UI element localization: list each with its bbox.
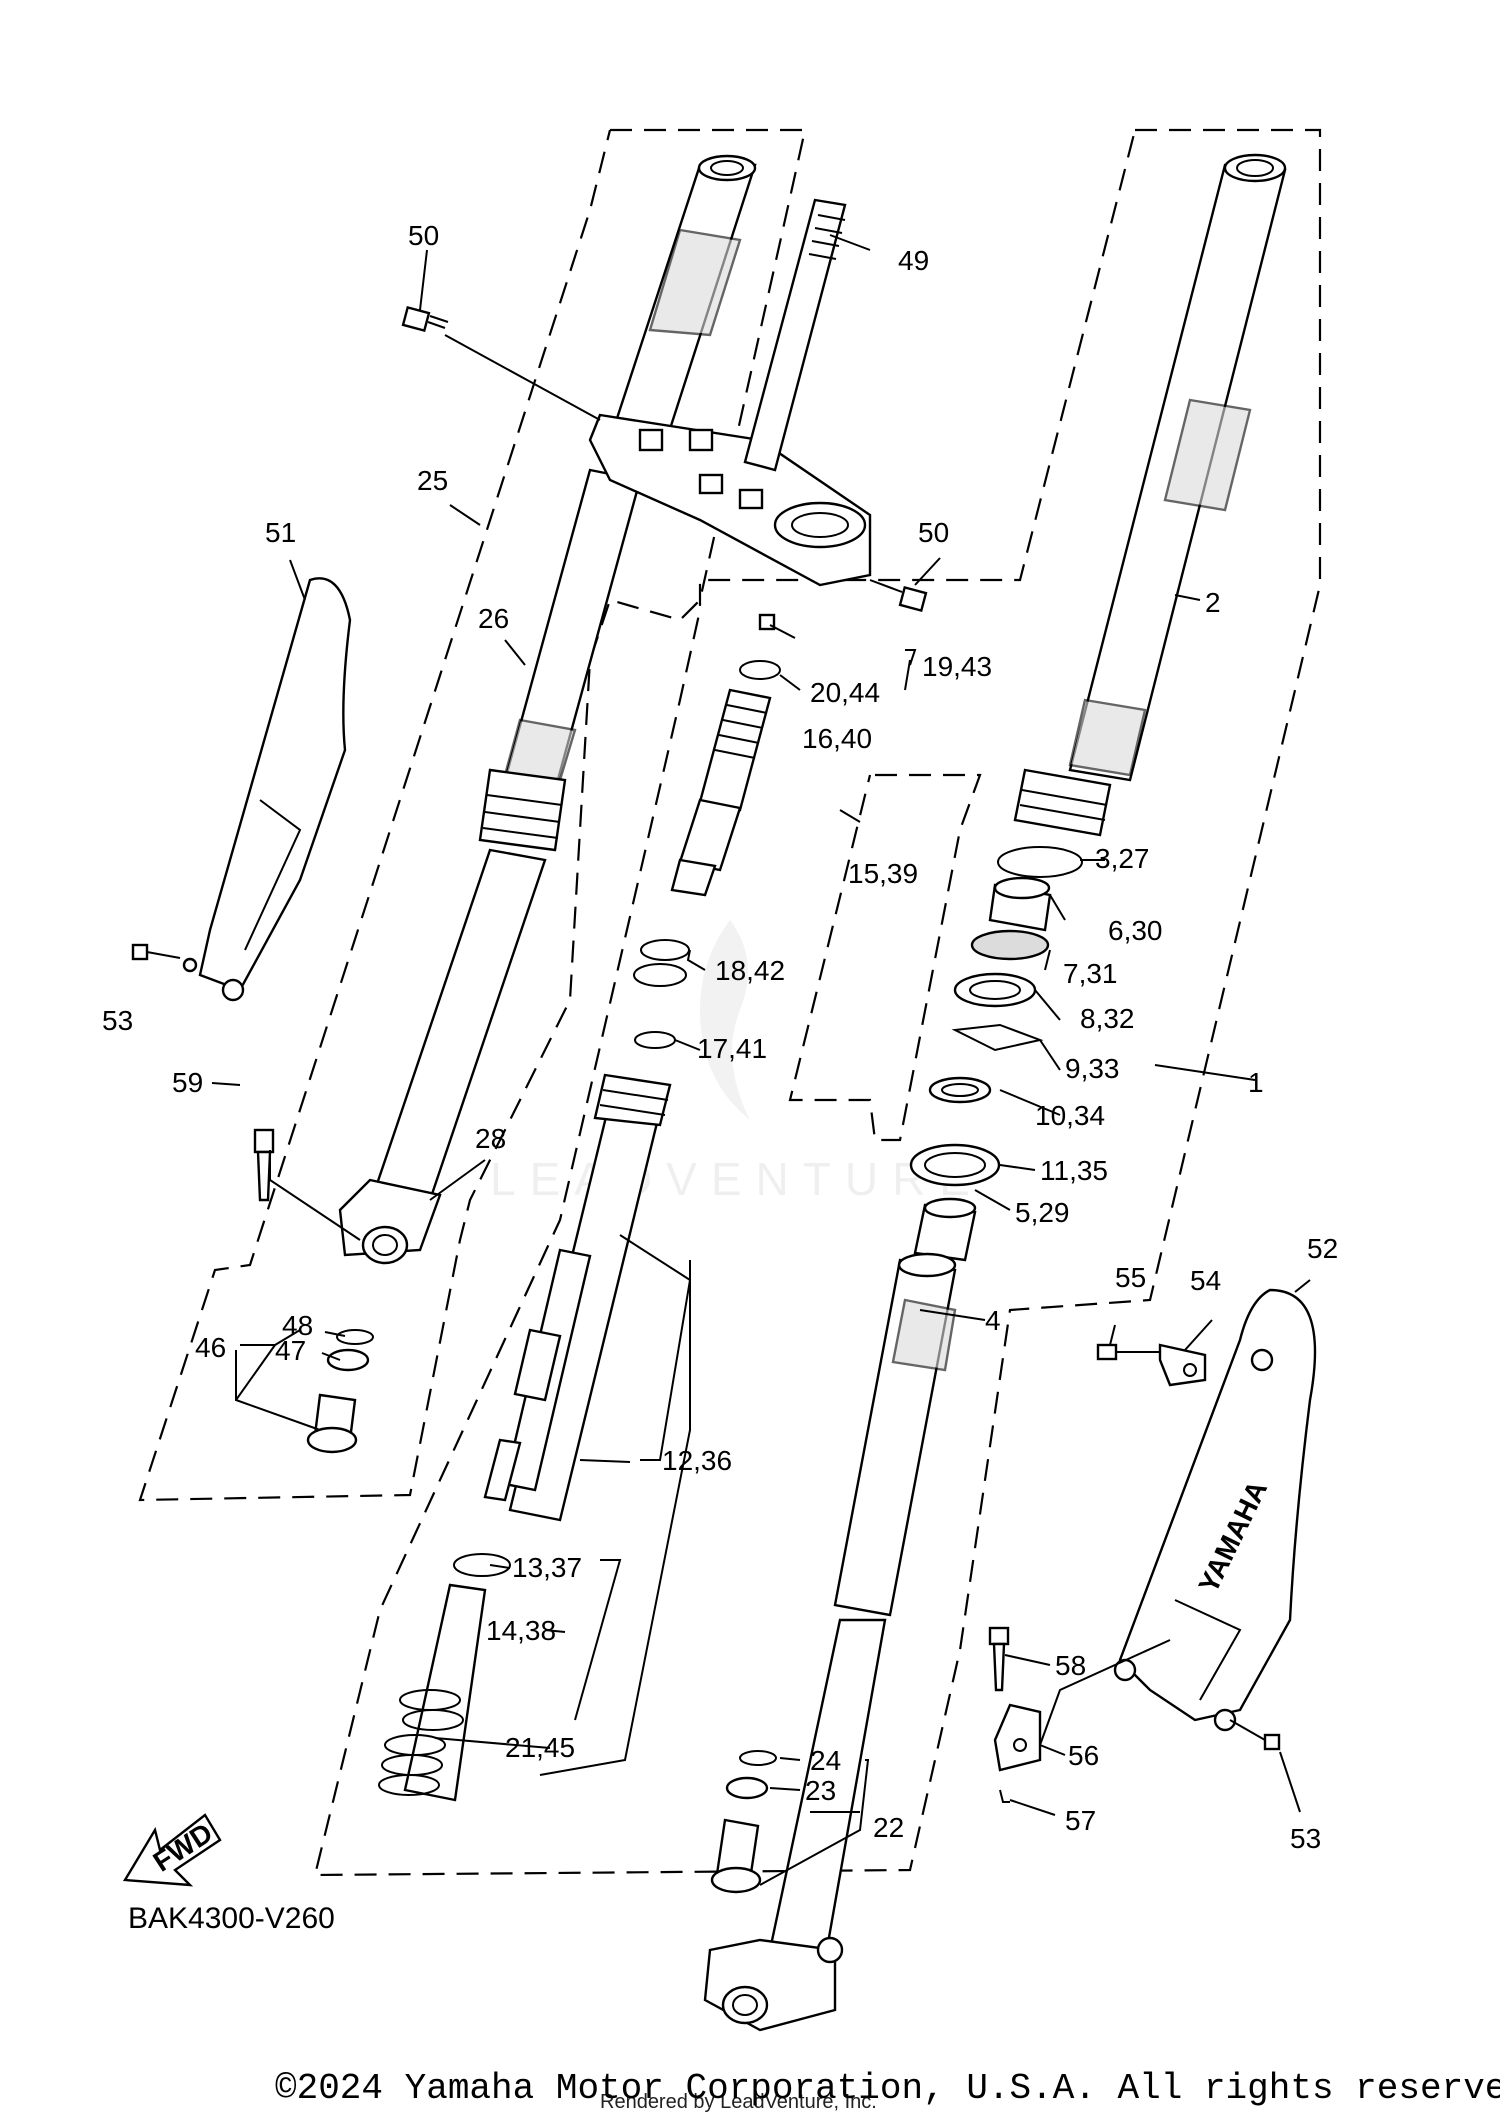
- callout-label: 9,33: [1065, 1053, 1120, 1084]
- seal-stack: [909, 846, 1083, 1262]
- callout-label: 53: [102, 1005, 133, 1036]
- diagram-code: BAK4300-V260: [128, 1902, 335, 1935]
- callout-label: 24: [810, 1745, 841, 1776]
- bolt-59: [253, 1128, 275, 1202]
- rendered-by-text: Rendered by LeadVenture, Inc.: [600, 2091, 877, 2113]
- callout-label: 18,42: [715, 955, 785, 986]
- callout-label: 48: [282, 1310, 313, 1341]
- right-fork-outer-tube: [1013, 153, 1287, 837]
- callout-label: 56: [1068, 1740, 1099, 1771]
- bolt-53-right: [1229, 1719, 1281, 1751]
- callout-label: 47: [275, 1335, 306, 1366]
- left-fork-outer-tube: [338, 154, 757, 1265]
- bolt-58: [988, 1626, 1010, 1692]
- o-rings-18-17: [633, 939, 690, 1049]
- steering-stem: [743, 198, 847, 472]
- callout-label: 46: [195, 1332, 226, 1363]
- callout-label: 23: [805, 1775, 836, 1806]
- callout-label: 14,38: [486, 1615, 556, 1646]
- callout-label: 49: [898, 245, 929, 276]
- leadventure-watermark: LEADVENTURE: [490, 920, 984, 1205]
- callout-label: 7,31: [1063, 958, 1118, 989]
- callout-label: 4: [985, 1305, 1001, 1336]
- axle-bolt-left: [306, 1329, 374, 1454]
- callout-label: 20,44: [810, 677, 880, 708]
- bolt-55: [1096, 1343, 1160, 1361]
- left-fork-guard: [182, 577, 352, 1002]
- copyright-text: ©2024 Yamaha Motor Corporation, U.S.A. A…: [275, 2068, 1500, 2109]
- hose-holder-54: [1158, 1343, 1207, 1387]
- leader-lines: [211, 234, 1311, 1886]
- callout-label: 2: [1205, 587, 1221, 618]
- callout-label: 25: [417, 465, 448, 496]
- fork-spring: [378, 1583, 487, 1802]
- callout-label: 8,32: [1080, 1003, 1135, 1034]
- callout-label: 11,35: [1040, 1155, 1108, 1186]
- callout-label: 15,39: [848, 858, 918, 889]
- callout-label: 6,30: [1108, 915, 1163, 946]
- right-fork-inner-tube: [703, 1252, 957, 2032]
- callout-label: 57: [1065, 1805, 1096, 1836]
- callout-labels: 50 49 25 51 26 50 2 19,43 20,44 16,40 15…: [102, 220, 1338, 1854]
- callout-label: 53: [1290, 1823, 1321, 1854]
- right-fork-guard: YAMAHA: [1113, 1288, 1317, 1732]
- callout-label: 55: [1115, 1262, 1146, 1293]
- fork-cap-assembly: [670, 613, 781, 897]
- callout-label: 54: [1190, 1265, 1221, 1296]
- bolt-50-lower: [869, 579, 928, 613]
- bolt-50-upper: [401, 305, 449, 333]
- callout-label: 16,40: [802, 723, 872, 754]
- callout-label: 22: [873, 1812, 904, 1843]
- callout-label: 17,41: [697, 1033, 767, 1064]
- triple-clamp: [588, 413, 872, 587]
- callout-label: 13,37: [512, 1552, 582, 1583]
- callout-label: 50: [408, 220, 439, 251]
- callout-label: 12,36: [662, 1445, 732, 1476]
- callout-label: 10,34: [1035, 1100, 1105, 1131]
- callout-label: 50: [918, 517, 949, 548]
- bolt-53-left: [131, 943, 181, 961]
- watermark-text: LEADVENTURE: [490, 1153, 984, 1205]
- damper-cartridge: [453, 1073, 672, 1577]
- callout-label: 19,43: [922, 651, 992, 682]
- callout-label: 21,45: [505, 1732, 575, 1763]
- callout-label: 52: [1307, 1233, 1338, 1264]
- callout-label: 51: [265, 517, 296, 548]
- fwd-arrow-icon: FWD: [122, 1813, 222, 1887]
- assembly-outlines: [138, 128, 1322, 1877]
- axle-bolt-right: [710, 1750, 777, 1894]
- callout-label: 59: [172, 1067, 203, 1098]
- callout-label: 58: [1055, 1650, 1086, 1681]
- callout-label: 3,27: [1095, 843, 1150, 874]
- callout-label: 5,29: [1015, 1197, 1070, 1228]
- callout-label: 1: [1248, 1067, 1264, 1098]
- callout-label: 28: [475, 1123, 506, 1154]
- callout-label: 26: [478, 603, 509, 634]
- holder-56: [993, 1703, 1042, 1772]
- clip-57: [999, 1789, 1010, 1803]
